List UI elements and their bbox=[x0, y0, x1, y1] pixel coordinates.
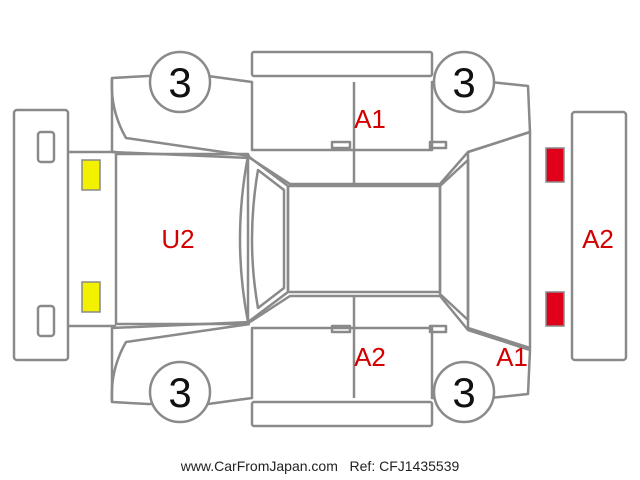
roof-panel bbox=[286, 184, 442, 294]
right-running-board bbox=[250, 50, 434, 78]
rear-lamp-bottom bbox=[545, 291, 565, 327]
front-bumper-slot-top bbox=[36, 130, 56, 164]
tire-front-right bbox=[148, 50, 212, 114]
tire-rear-right bbox=[432, 50, 496, 114]
tire-rear-left bbox=[432, 360, 496, 424]
tire-mark-rear-right: 3 bbox=[452, 59, 475, 106]
front-lamp-bottom bbox=[81, 281, 101, 313]
windshield-inner bbox=[250, 168, 286, 310]
front-bumper-slot-bottom bbox=[36, 304, 56, 338]
left-rear-handle bbox=[428, 324, 448, 334]
front-hood-panel bbox=[114, 152, 250, 326]
left-side-body bbox=[110, 294, 532, 406]
damage-code-rear-quarter: A1 bbox=[496, 342, 528, 372]
watermark-footer: www.CarFromJapan.com Ref: CFJ1435539 bbox=[0, 458, 640, 474]
damage-code-rear-bumper: A2 bbox=[582, 224, 614, 254]
tire-mark-rear-left: 3 bbox=[452, 369, 475, 416]
rear-bumper bbox=[570, 110, 628, 362]
left-front-handle bbox=[330, 324, 352, 334]
rear-lamp-top bbox=[545, 147, 565, 183]
front-bumper bbox=[12, 108, 70, 362]
damage-code-left-doors: A2 bbox=[354, 342, 386, 372]
footer-ref-label: Ref: bbox=[349, 458, 376, 474]
windshield-frame bbox=[238, 154, 290, 324]
right-rear-handle bbox=[428, 140, 448, 150]
footer-ref-value: CFJ1435539 bbox=[379, 458, 460, 474]
left-front-fender bbox=[110, 322, 251, 403]
front-lamp-top bbox=[81, 159, 101, 191]
footer-site: www.CarFromJapan.com bbox=[180, 458, 338, 474]
tailgate-panel bbox=[466, 130, 532, 350]
right-front-fender bbox=[110, 77, 251, 158]
right-front-handle bbox=[330, 140, 352, 150]
tire-front-left bbox=[148, 360, 212, 424]
rear-window bbox=[438, 158, 470, 322]
damage-code-hood: U2 bbox=[161, 224, 194, 254]
tire-mark-front-right: 3 bbox=[168, 59, 191, 106]
tire-mark-front-left: 3 bbox=[168, 369, 191, 416]
left-running-board bbox=[250, 400, 434, 428]
damage-code-right-doors: A1 bbox=[354, 104, 386, 134]
